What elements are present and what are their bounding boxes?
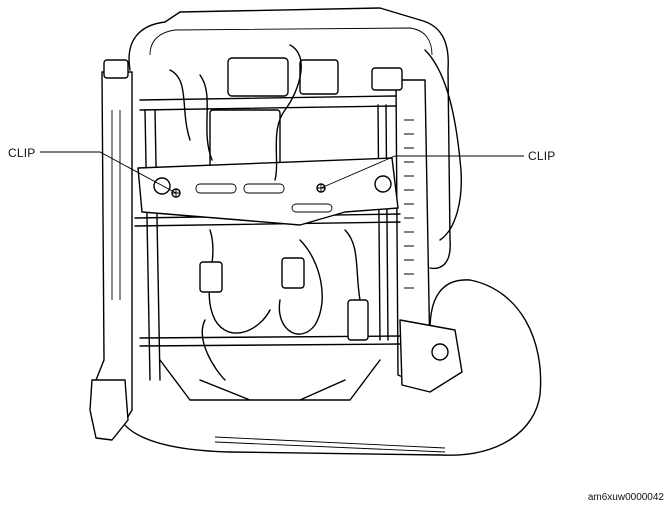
right-lower-bracket	[399, 319, 463, 393]
actuator-block	[299, 59, 339, 95]
bracket-bolt	[431, 343, 449, 361]
seat-cushion-outline	[117, 279, 542, 456]
connector-1	[199, 261, 223, 293]
right-vertical-member	[377, 104, 389, 341]
seatback-inner-edge	[149, 27, 433, 56]
right-harness	[424, 49, 462, 241]
clip-mounting-plate	[137, 157, 399, 226]
connector-2	[281, 257, 305, 289]
left-foot-bracket	[89, 379, 129, 441]
wiring-harness	[169, 44, 361, 381]
left-rail-slot	[111, 110, 121, 300]
lower-linkage	[159, 359, 381, 401]
left-vertical-member	[144, 109, 161, 381]
figure-id-label: am6xuw0000042	[587, 492, 664, 503]
seat-cushion-seam	[214, 436, 446, 453]
motor-housing	[227, 57, 289, 97]
rail-notches	[404, 119, 414, 289]
connector-3	[347, 299, 369, 341]
callout-clip-right: CLIP	[528, 149, 556, 163]
connector-4	[103, 59, 129, 79]
callout-clip-left: CLIP	[8, 146, 36, 160]
plate-hole-right	[374, 175, 392, 193]
plate-slot-2	[243, 183, 285, 194]
plate-hole-left	[153, 177, 171, 195]
plate-slot-1	[195, 183, 237, 194]
connector-5	[371, 67, 403, 91]
leader-line-right	[320, 155, 524, 189]
seatback-outline	[128, 7, 451, 270]
leader-line-left	[40, 151, 177, 194]
upper-cross-member	[139, 95, 397, 111]
plate-slot-3	[291, 203, 333, 213]
